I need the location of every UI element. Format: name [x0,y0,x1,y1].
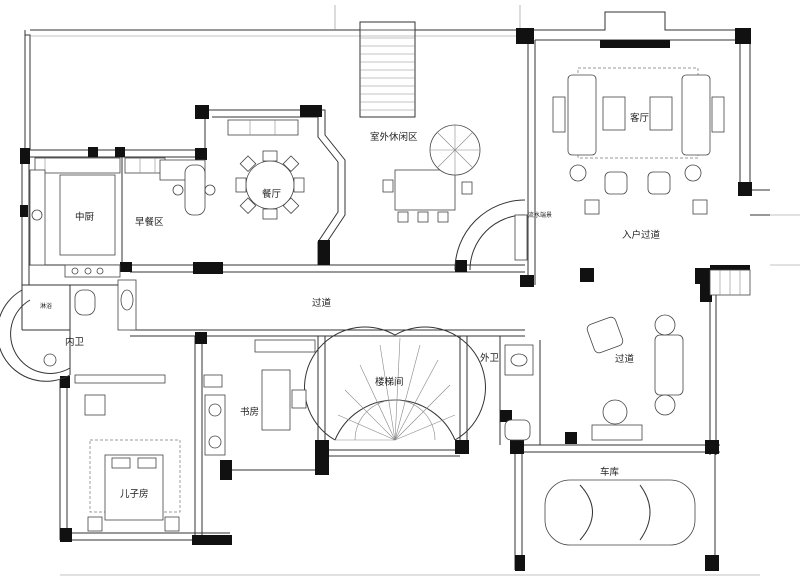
label-stair: 楼梯间 [375,376,404,388]
study-furniture [203,339,316,456]
dining-furniture [227,119,305,220]
bath-fixtures [0,279,534,441]
outdoor-furniture [382,124,528,271]
label-living: 客厅 [630,112,650,124]
label-inner-bath: 内卫 [65,336,85,348]
room-labels: 客厅 室外休闲区 中厨 早餐区 餐厅 入户过道 过道 过道 内卫 淋浴 外卫 书… [40,112,661,500]
label-corridor-right: 过道 [615,353,635,365]
corridor-furniture [586,314,684,441]
kitchen-furniture [29,157,216,278]
label-study: 书房 [240,406,259,418]
label-breakfast: 早餐区 [135,216,164,228]
living-furniture [552,67,725,215]
entry-steps [709,214,800,296]
label-dining: 餐厅 [262,188,282,200]
label-entry-corridor: 入户过道 [622,229,661,241]
garage-car [544,479,696,546]
label-outdoor: 室外休闲区 [370,131,418,143]
label-outer-bath: 外卫 [480,352,500,364]
exterior-stair [359,21,416,118]
label-son-room: 儿子房 [120,488,149,500]
label-waterscape: 流水端景 [528,211,552,219]
spiral-staircase [304,326,486,441]
label-kitchen: 中厨 [75,211,95,223]
bedroom-furniture [74,374,181,532]
label-corridor-main: 过道 [312,297,332,309]
label-garage: 车库 [600,466,620,478]
label-shower: 淋浴 [40,302,52,310]
terrace-boundary [24,5,760,576]
